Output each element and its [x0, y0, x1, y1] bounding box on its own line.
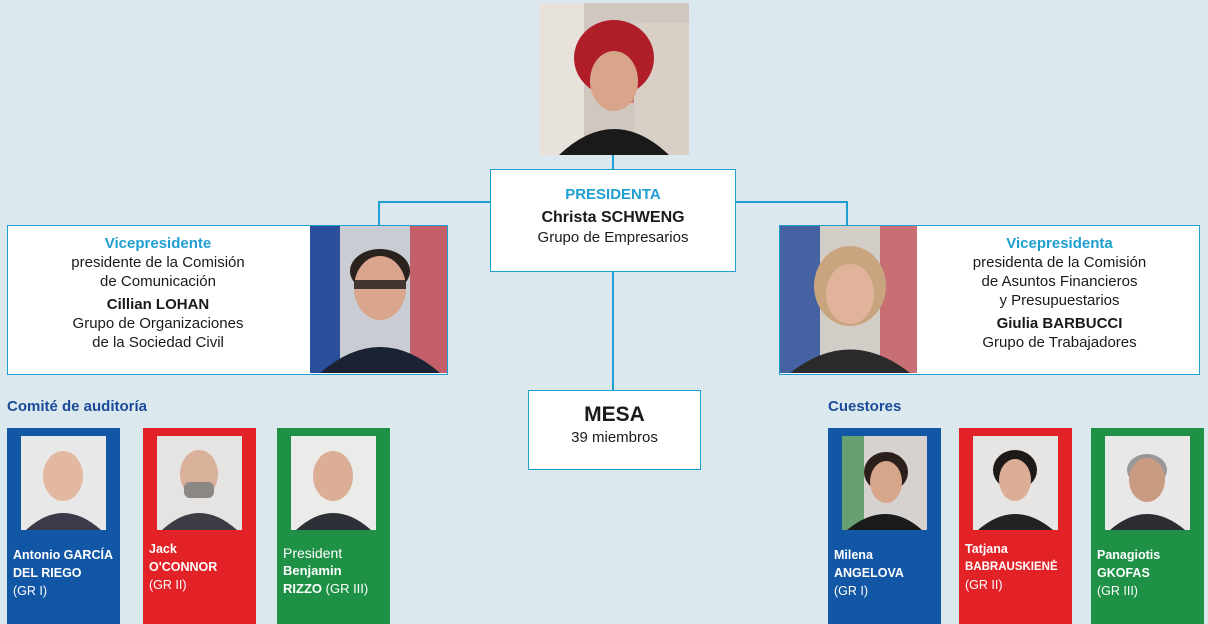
member-name-2: DEL RIEGO	[13, 566, 82, 580]
president-name: Christa SCHWENG	[541, 209, 685, 226]
vice-right-photo	[780, 226, 917, 373]
member-name-1: Antonio GARCÍA	[13, 548, 113, 562]
quaestor-card: Panagiotis GKOFAS (GR III)	[1091, 428, 1204, 624]
mesa-title: MESA	[584, 403, 645, 426]
member-group: (GR I)	[13, 584, 48, 598]
audit-member-card: Antonio GARCÍA DEL RIEGO (GR I)	[7, 428, 120, 624]
mesa-box: MESA 39 miembros	[528, 390, 701, 470]
member-photo	[21, 436, 106, 530]
quaestor-card: Milena ANGELOVA (GR I)	[828, 428, 941, 624]
president-box: PRESIDENTA Christa SCHWENG Grupo de Empr…	[490, 169, 736, 272]
vice-left-title: Vicepresidente	[104, 235, 212, 252]
connector-mesa-stem	[612, 272, 614, 391]
vice-right-role-3: y Presupuestarios	[999, 292, 1120, 309]
member-name-1: Jack	[149, 542, 177, 556]
member-name-2: ANGELOVA	[834, 566, 904, 580]
vice-right-role-2: de Asuntos Financieros	[981, 273, 1138, 290]
member-name-1: Milena	[834, 548, 873, 562]
quaestors-title: Cuestores	[828, 398, 902, 415]
member-group: (GR II)	[965, 578, 1003, 592]
member-group: (GR II)	[149, 578, 187, 592]
president-group: Grupo de Empresarios	[537, 229, 689, 246]
audit-member-card: Jack O'CONNOR (GR II)	[143, 428, 256, 624]
vice-left-role-2: de Comunicación	[100, 273, 216, 290]
mesa-members: 39 miembros	[571, 429, 658, 446]
member-name-1: Tatjana	[965, 542, 1008, 556]
vice-left-group-1: Grupo de Organizaciones	[72, 315, 244, 332]
vice-right-role-1: presidenta de la Comisión	[972, 254, 1147, 271]
vice-right-group: Grupo de Trabajadores	[982, 334, 1137, 351]
audit-committee-title: Comité de auditoría	[7, 398, 148, 415]
member-name-2: GKOFAS	[1097, 566, 1150, 580]
connector-president-stem	[612, 155, 614, 169]
member-photo	[157, 436, 242, 530]
member-name-1: Panagiotis	[1097, 548, 1161, 562]
member-photo	[973, 436, 1058, 530]
president-title: PRESIDENTA	[565, 186, 661, 203]
member-name-2: O'CONNOR	[149, 560, 218, 574]
member-name-2: BABRAUSKIENĖ	[965, 561, 1058, 573]
member-group: (GR I)	[834, 584, 869, 598]
vice-left-role-1: presidente de la Comisión	[71, 254, 245, 271]
vice-right-box: Vicepresidenta presidenta de la Comisión…	[779, 225, 1200, 375]
member-photo	[1105, 436, 1190, 530]
member-photo	[842, 436, 927, 530]
member-name-2: RIZZO	[283, 581, 322, 596]
member-group: (GR III)	[1097, 584, 1138, 598]
audit-member-card: President Benjamin RIZZO (GR III)	[277, 428, 390, 624]
connector-right-drop	[846, 201, 848, 227]
vice-left-photo	[310, 226, 447, 373]
vice-left-name: Cillian LOHAN	[106, 296, 210, 313]
quaestor-card: Tatjana BABRAUSKIENĖ (GR II)	[959, 428, 1072, 624]
member-name-1: Benjamin	[283, 563, 342, 578]
member-prefix: President	[283, 545, 343, 561]
vice-right-title: Vicepresidenta	[1006, 235, 1113, 252]
vice-left-box: Vicepresidente presidente de la Comisión…	[7, 225, 448, 375]
president-photo	[539, 3, 689, 155]
connector-left-drop	[378, 201, 380, 227]
vice-right-name: Giulia BARBUCCI	[996, 315, 1123, 332]
vice-left-group-2: de la Sociedad Civil	[92, 334, 224, 351]
member-group: (GR III)	[325, 581, 369, 596]
member-photo	[291, 436, 376, 530]
